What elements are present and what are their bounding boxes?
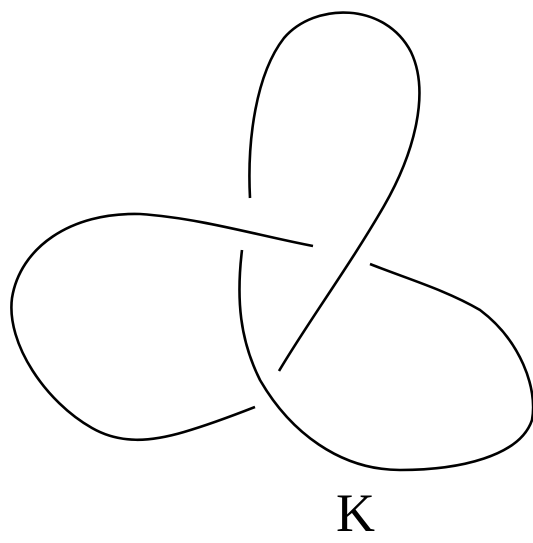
knot-label: K [336,486,375,540]
knot-arc-right-lobe [239,250,533,470]
knot-arc-left-lobe [11,214,313,440]
knot-arc-top-lobe [249,13,419,371]
